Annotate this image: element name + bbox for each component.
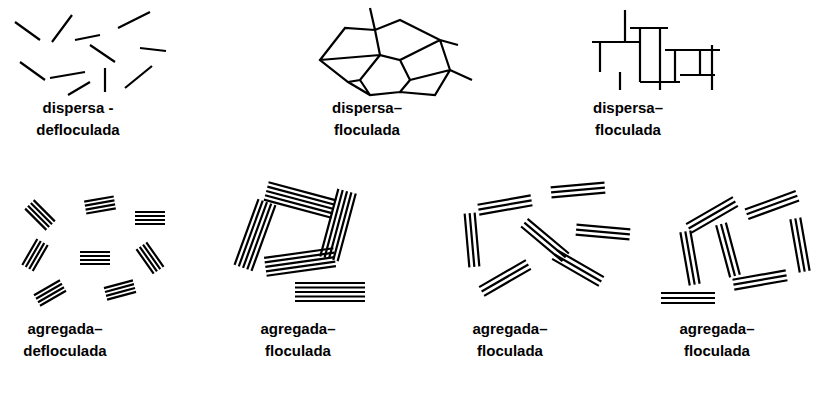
arrangement-label: agregada– defloculada bbox=[13, 318, 117, 362]
flocculated-network bbox=[320, 8, 472, 95]
arrangement-label: dispersa– floculada bbox=[576, 97, 680, 141]
arrangement-label: agregada– floculada bbox=[458, 318, 562, 362]
arrangement-label: dispersa - defloculada bbox=[26, 97, 130, 141]
arrangement-label: dispersa– floculada bbox=[315, 97, 419, 141]
arrangement-label: agregada– floculada bbox=[665, 318, 769, 362]
flocculated-orthogonal bbox=[592, 10, 720, 90]
dispersed-sticks bbox=[15, 12, 166, 95]
arrangement-label: agregada– floculada bbox=[246, 318, 350, 362]
aggregated-stacks bbox=[22, 182, 809, 305]
